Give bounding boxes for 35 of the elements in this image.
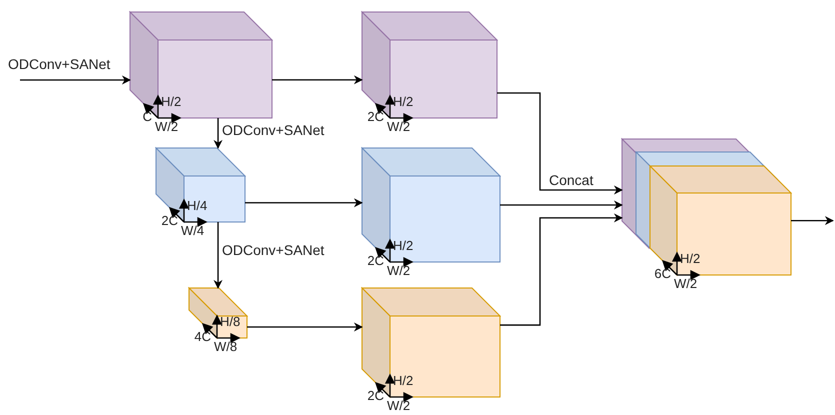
dimension-label: 2C xyxy=(367,389,384,403)
dimension-label: W/2 xyxy=(674,277,698,291)
arrow xyxy=(500,213,623,326)
dimension-label: C xyxy=(142,110,152,124)
arrow xyxy=(500,200,623,210)
dimension-label: W/2 xyxy=(387,399,410,413)
dimension-label: 2C xyxy=(367,110,384,124)
arrow xyxy=(214,118,223,149)
dimension-label: 4C xyxy=(194,330,211,344)
dimension-label: W/8 xyxy=(214,340,238,354)
arrow xyxy=(245,198,363,208)
arrow xyxy=(791,216,834,226)
dimension-label: H/4 xyxy=(187,199,208,213)
arrow xyxy=(497,92,623,194)
edge-label: ODConv+SANet xyxy=(8,56,110,72)
edge-label: ODConv+SANet xyxy=(222,242,324,258)
dimension-label: H/8 xyxy=(220,315,240,329)
dimension-label: W/2 xyxy=(155,120,178,134)
dimension-label: 2C xyxy=(161,214,178,228)
edge-label: ODConv+SANet xyxy=(222,122,324,138)
arrow xyxy=(214,222,223,289)
dimension-label: 2C xyxy=(367,254,384,268)
dimension-label: W/2 xyxy=(387,120,410,134)
dimension-label: H/2 xyxy=(161,95,182,109)
dimension-label: W/4 xyxy=(181,224,204,238)
arrow xyxy=(272,75,363,84)
arrow xyxy=(247,322,363,332)
dimension-label: H/2 xyxy=(393,95,414,109)
dimension-label: H/2 xyxy=(393,239,414,253)
dimension-label: H/2 xyxy=(680,252,700,266)
arrow xyxy=(20,76,131,84)
dimension-label: W/2 xyxy=(387,264,410,278)
dimension-label: 6C xyxy=(654,267,671,281)
edge-label: Concat xyxy=(549,172,594,188)
dimension-label: H/2 xyxy=(393,374,414,388)
